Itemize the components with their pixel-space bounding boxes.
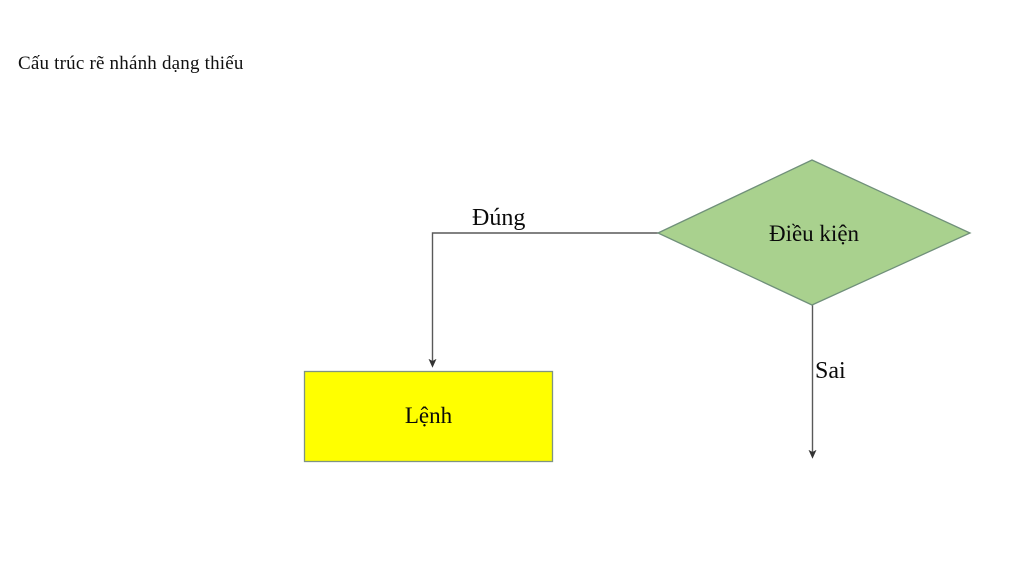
node-condition-label: Điều kiện <box>768 221 860 246</box>
node-command-label: Lệnh <box>404 403 453 428</box>
node-command-shape[interactable] <box>303 370 554 463</box>
edge-label-true: Đúng <box>472 205 526 231</box>
page-title: Cấu trúc rẽ nhánh dạng thiếu <box>18 53 244 74</box>
edge-label-false: Sai <box>815 358 846 384</box>
edge-true-branch <box>428 232 658 368</box>
node-condition-shape[interactable] <box>656 159 972 306</box>
